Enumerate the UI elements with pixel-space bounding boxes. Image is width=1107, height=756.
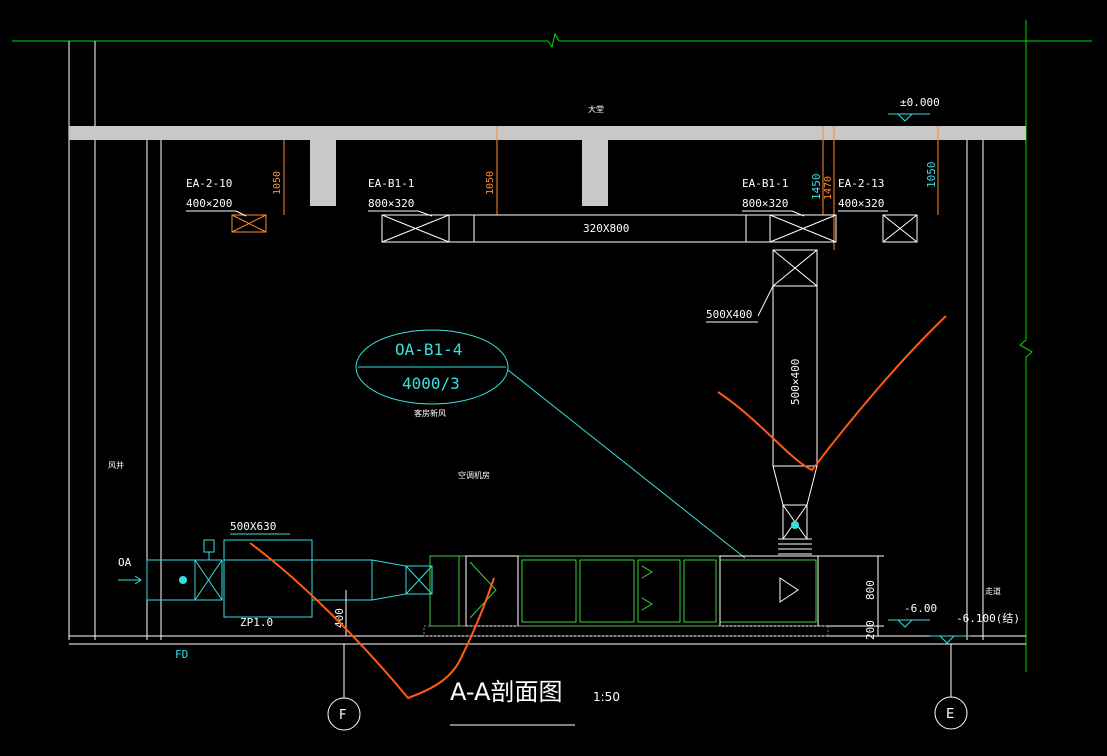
ea-b1-1-right-code: EA-B1-1 [742, 177, 788, 190]
equipment-code: OA-B1-4 [395, 340, 462, 359]
zp-label: ZP1.0 [240, 616, 273, 629]
level-floor2-text: -6.100(结) [956, 612, 1020, 625]
markup-strokes [249, 315, 947, 700]
level-mark-floor [888, 619, 970, 644]
riser-damper-icon [791, 521, 799, 529]
level-floor-text: -6.00 [904, 602, 937, 615]
ea-2-13-duct [882, 214, 918, 243]
riser-label: 500X400 [706, 308, 752, 321]
dim-unit-height: 800 [864, 580, 877, 600]
ea-2-13-code: EA-2-13 [838, 177, 884, 190]
riser-duct [706, 249, 818, 555]
ea-b1-1-left-size: 800×320 [368, 197, 414, 210]
dim-right2: 1470 [823, 176, 834, 200]
dim-base: 200 [864, 620, 877, 640]
drawing-title: A-A剖面图 [450, 678, 562, 706]
ahu-dims [345, 555, 884, 637]
axis-e: E [946, 707, 954, 722]
riser-vertical-label: 500×400 [789, 359, 802, 405]
dim-small: 400 [333, 608, 346, 628]
ea-2-13-size: 400×320 [838, 197, 884, 210]
oa-label: OA [118, 556, 132, 569]
dim-right1: 1450 [810, 174, 823, 201]
dim-right3: 1050 [925, 162, 938, 189]
ea-b1-1-right-size: 800×320 [742, 197, 788, 210]
equipment-capacity: 4000/3 [402, 374, 460, 393]
axis-lines [327, 644, 968, 731]
ceiling-label: 大堂 [588, 104, 604, 114]
equipment-tag [355, 329, 746, 559]
ahu-base [423, 625, 829, 637]
room-label: 空调机房 [458, 470, 490, 480]
wall-lines [68, 41, 1026, 645]
ceiling-slab [69, 126, 1026, 206]
ea-b1-1-left-code: EA-B1-1 [368, 177, 414, 190]
main-duct [381, 214, 837, 243]
grid-lines [12, 20, 1092, 672]
inlet-damper-icon [179, 576, 187, 584]
main-duct-size: 320X800 [583, 222, 629, 235]
inlet-size: 500X630 [230, 520, 276, 533]
level-top-text: ±0.000 [900, 96, 940, 109]
corridor-label: 走道 [985, 586, 1001, 596]
fd-label: FD [175, 648, 188, 661]
dim-left: 1050 [272, 171, 283, 195]
equipment-description: 客房新风 [414, 408, 446, 418]
axis-f: F [339, 708, 346, 723]
ea-2-10-size: 400×200 [186, 197, 232, 210]
inlet-duct [146, 533, 433, 618]
dim-mid: 1050 [485, 171, 496, 195]
upper-ducts [231, 126, 939, 250]
drawing-scale: 1:50 [593, 690, 620, 704]
shaft-label: 风井 [108, 460, 124, 470]
ea-2-10-code: EA-2-10 [186, 177, 232, 190]
leaders [186, 210, 888, 217]
level-mark-top [888, 113, 930, 122]
oa-arrow-icon [118, 575, 142, 585]
ahu-unit [429, 555, 819, 627]
